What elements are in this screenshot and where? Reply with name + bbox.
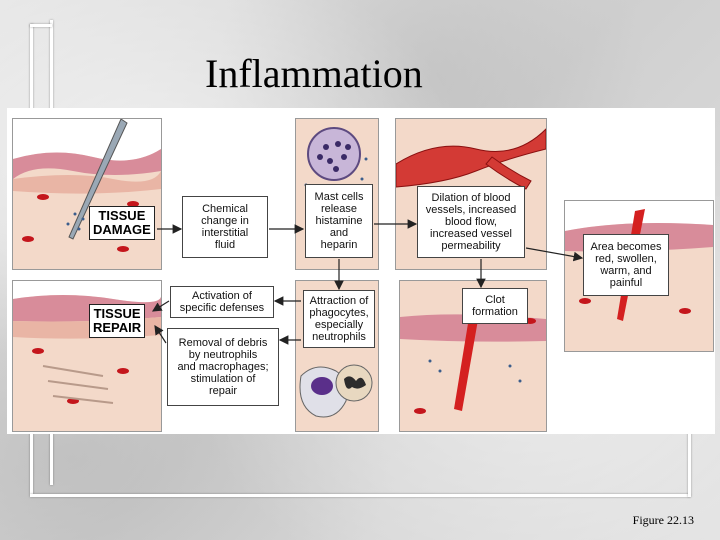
inflammation-diagram: TISSUE DAMAGE TISSUE REPAIR Chemical cha… (7, 108, 715, 434)
arrow-dilation-to-area (526, 248, 582, 258)
frame-line-bottom (30, 494, 690, 497)
figure-reference: Figure 22.13 (633, 513, 694, 528)
arrow-activation-to-repair (153, 301, 169, 311)
flow-arrows (7, 108, 715, 434)
arrow-removal-to-repair (155, 326, 166, 343)
frame-line-top (30, 24, 52, 27)
slide-title: Inflammation (205, 50, 423, 97)
